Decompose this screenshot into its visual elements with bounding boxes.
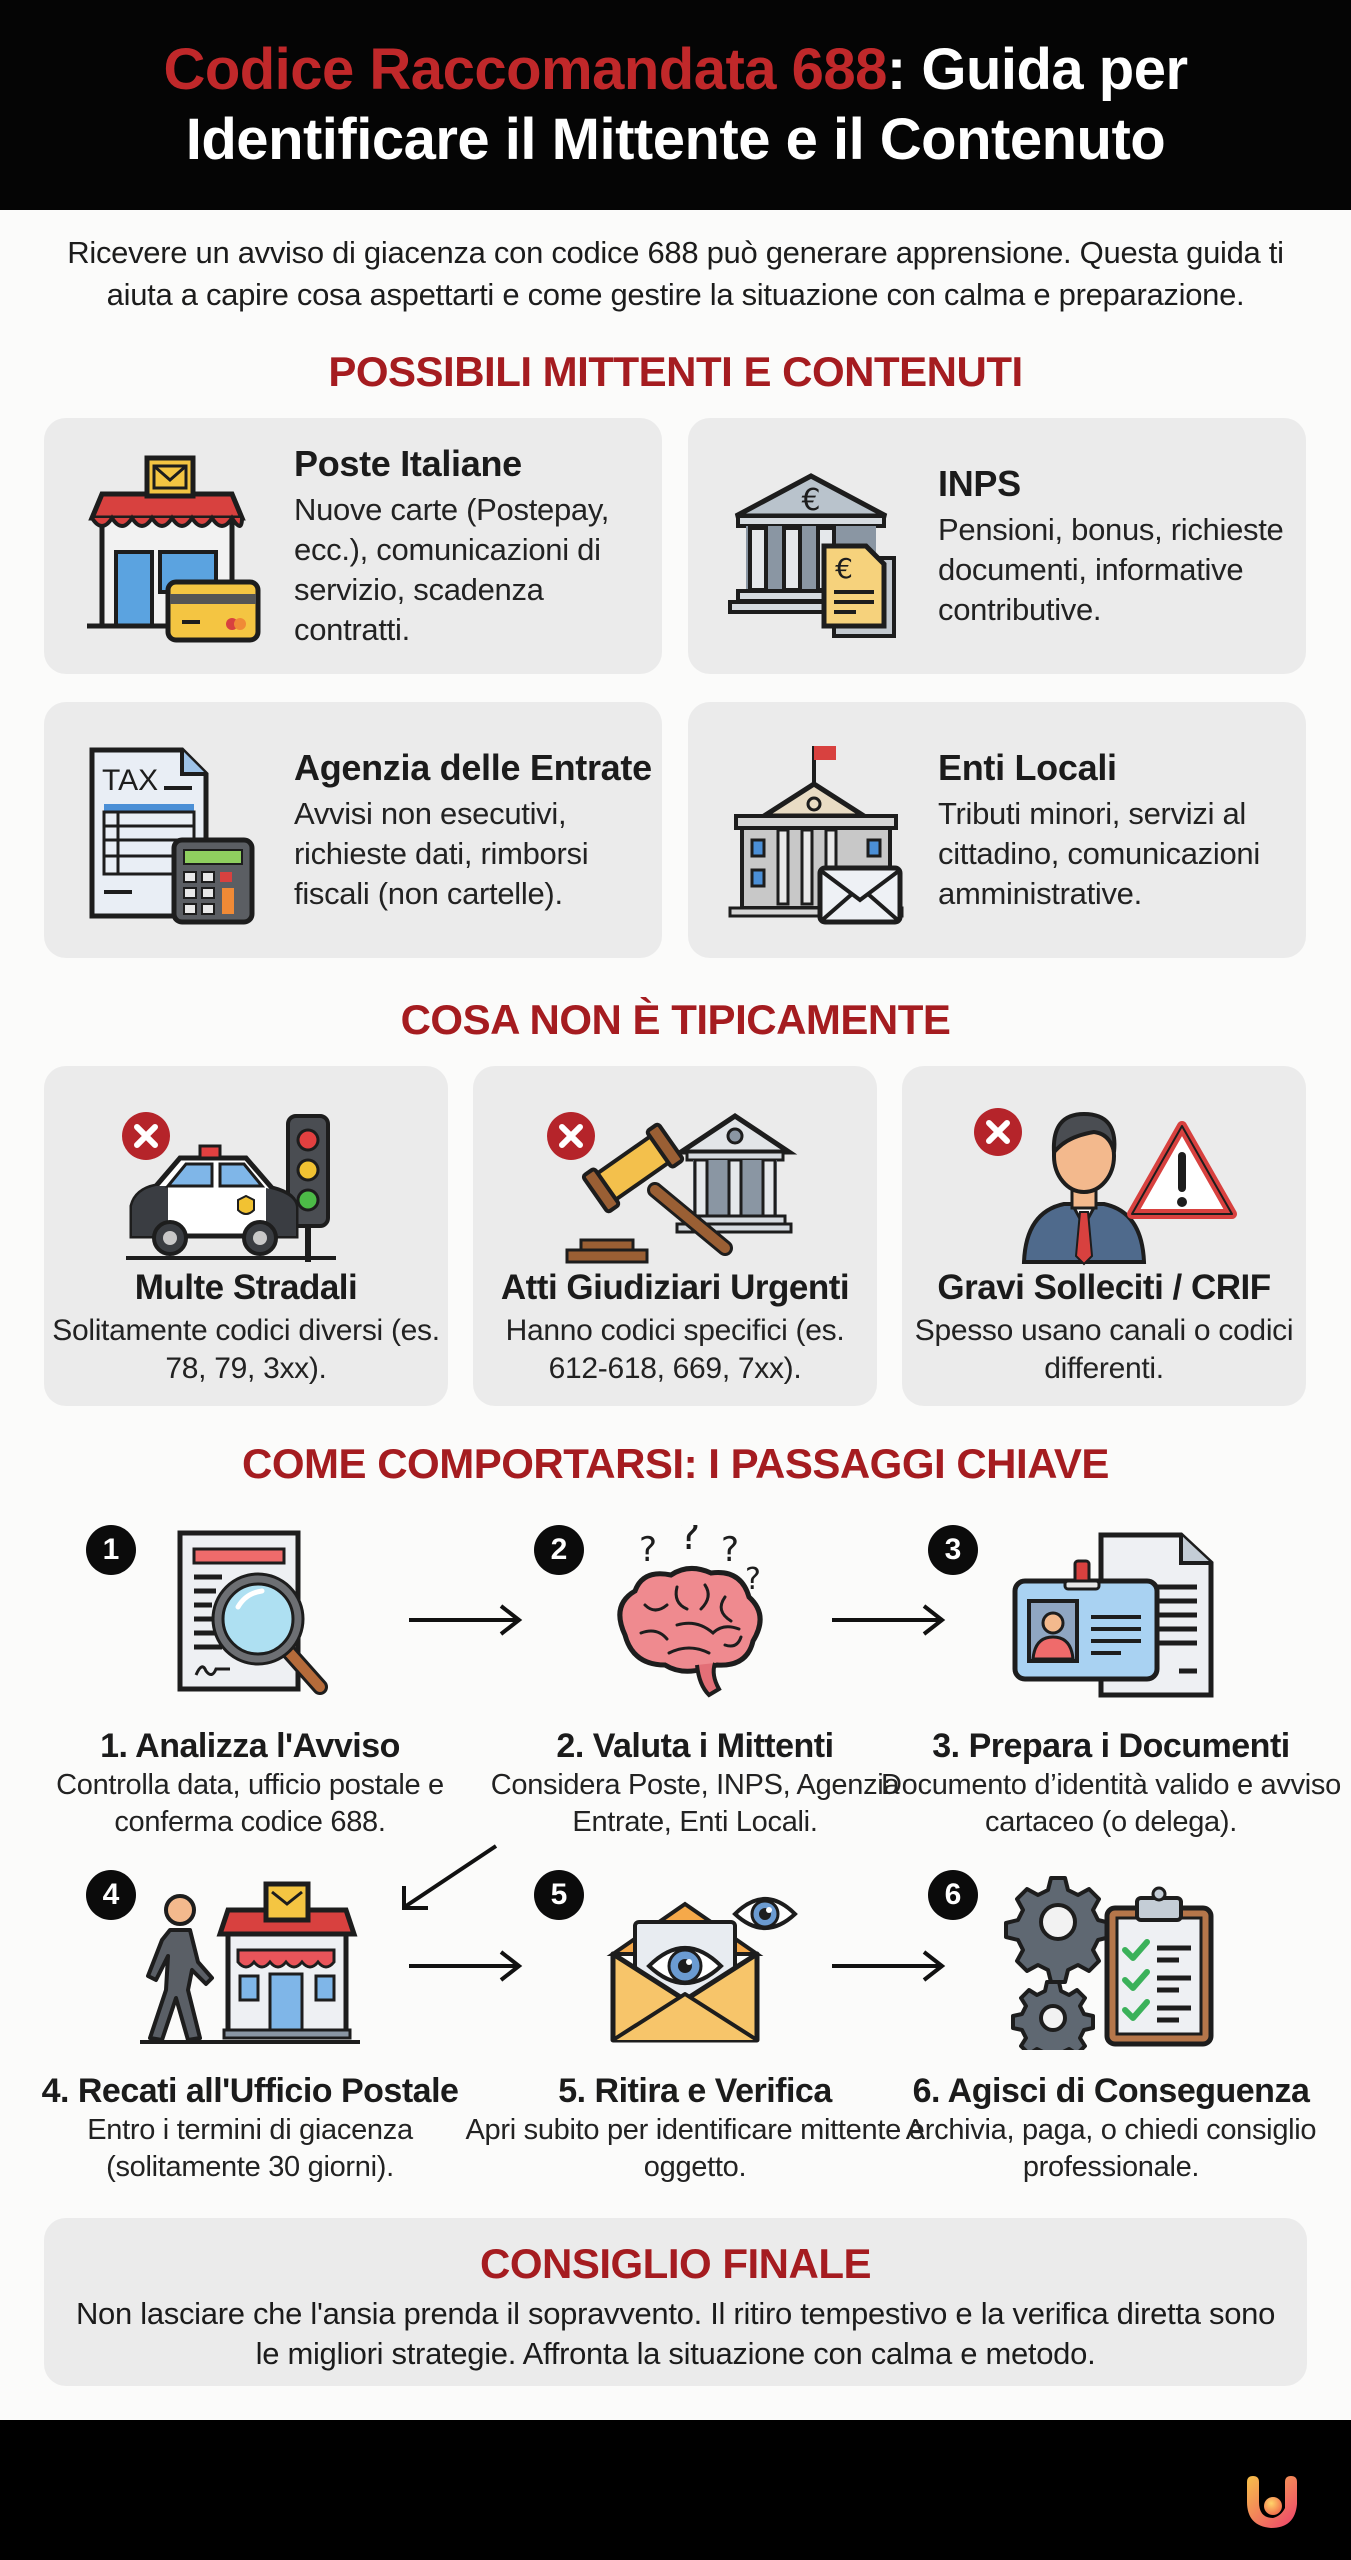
not-typical-title: Multe Stradali [134, 1268, 358, 1307]
step-number-badge: 3 [928, 1525, 978, 1575]
step-title: 4. Recati all'Ufficio Postale [41, 2072, 459, 2110]
sender-description: Pensioni, bonus, richieste documenti, in… [938, 512, 1284, 627]
intro-text: Ricevere un avviso di giacenza con codic… [67, 235, 1284, 312]
sender-card-enti-locali: Enti Locali Tributi minori, servizi al c… [688, 702, 1306, 958]
step-description: Documento d’identità valido e avviso car… [881, 1769, 1341, 1838]
not-typical-description: Hanno codici specifici (es. 612-618, 669… [505, 1314, 845, 1385]
sender-title: Agenzia delle Entrate [294, 747, 652, 788]
step-number-badge: 6 [928, 1870, 978, 1920]
step-description: Apri subito per identificare mittente e … [465, 2114, 925, 2183]
not-typical-section-title: COSA NON È TIPICAMENTE [400, 996, 951, 1043]
step-description: Considera Poste, INPS, Agenzia Entrate, … [490, 1769, 900, 1838]
header-banner: Codice Raccomandata 688: Guida per Ident… [0, 0, 1351, 210]
step-title: 2. Valuta i Mittenti [556, 1727, 834, 1765]
step-description: Entro i termini di giacenza (solitamente… [87, 2114, 413, 2183]
step-number-badge: 4 [86, 1870, 136, 1920]
step-title: 6. Agisci di Conseguenza [912, 2072, 1310, 2110]
senders-section-title: POSSIBILI MITTENTI E CONTENUTI [328, 348, 1023, 395]
sender-card-poste: Poste Italiane Nuove carte (Postepay, ec… [44, 418, 662, 674]
town-hall-envelope-icon [716, 730, 916, 930]
gears-checklist-icon [1001, 1870, 1221, 2064]
walking-to-post-office-icon [140, 1870, 360, 2050]
brain-question-icon: ???? [585, 1513, 805, 1705]
not-typical-title: Atti Giudiziari Urgenti [500, 1268, 850, 1307]
step-title: 3. Prepara i Documenti [932, 1727, 1290, 1765]
step-number-badge: 1 [86, 1525, 136, 1575]
arrow-right-icon [832, 1950, 946, 1982]
not-typical-description: Solitamente codici diversi (es. 78, 79, … [52, 1314, 440, 1385]
footer-bar [0, 2420, 1351, 2560]
bank-euro-document-icon: € € [716, 446, 916, 646]
not-typical-card-solleciti: Gravi Solleciti / CRIF Spesso usano cana… [902, 1066, 1306, 1406]
tax-calculator-icon: TAX [72, 730, 272, 930]
businessman-warning-icon [954, 1086, 1254, 1266]
id-card-document-icon [1001, 1525, 1221, 1705]
svg-text:TAX: TAX [102, 764, 158, 797]
gavel-courthouse-icon [525, 1086, 825, 1266]
final-tip-box: CONSIGLIO FINALE Non lasciare che l'ansi… [44, 2218, 1307, 2386]
arrow-right-icon [409, 1950, 523, 1982]
not-typical-title: Gravi Solleciti / CRIF [937, 1268, 1271, 1307]
sender-description: Nuove carte (Postepay, ecc.), comunicazi… [294, 492, 610, 647]
svg-text:€: € [835, 552, 853, 585]
step-description: Controlla data, ufficio postale e confer… [56, 1769, 444, 1838]
svg-text:?: ? [639, 1530, 657, 1570]
page-title-line-2: Identificare il Mittente e il Contenuto [185, 107, 1166, 172]
title-accent: Codice Raccomandata 688 [163, 37, 887, 102]
svg-text:?: ? [679, 1525, 700, 1559]
brand-logo-icon [1247, 2476, 1297, 2528]
title-rest: : Guida per [886, 37, 1188, 102]
svg-text:?: ? [721, 1530, 739, 1570]
svg-text:€: € [801, 483, 820, 518]
final-tip-title: CONSIGLIO FINALE [480, 2240, 872, 2287]
step-description: Archivia, paga, o chiedi consiglio profe… [905, 2114, 1317, 2183]
step-title: 1. Analizza l'Avviso [100, 1727, 400, 1765]
police-car-traffic-light-icon [96, 1086, 396, 1266]
envelope-eye-icon [585, 1870, 805, 2050]
page-title-line-1: Codice Raccomandata 688: Guida per [163, 35, 1188, 105]
arrow-right-icon [409, 1604, 523, 1636]
sender-title: INPS [938, 463, 1021, 504]
arrow-down-left-icon [402, 1844, 498, 1910]
sender-description: Tributi minori, servizi al cittadino, co… [938, 796, 1260, 911]
svg-text:?: ? [745, 1562, 761, 1597]
post-office-card-icon [72, 446, 272, 646]
sender-card-inps: € € INPS Pensioni, bonus, richieste docu… [688, 418, 1306, 674]
arrow-right-icon [832, 1604, 946, 1636]
final-tip-text: Non lasciare che l'ansia prenda il sopra… [75, 2296, 1276, 2371]
sender-description: Avvisi non esecutivi, richieste dati, ri… [294, 796, 589, 911]
not-typical-card-atti-giudiziari: Atti Giudiziari Urgenti Hanno codici spe… [473, 1066, 877, 1406]
step-number-badge: 5 [534, 1870, 584, 1920]
steps-section-title: COME COMPORTARSI: I PASSAGGI CHIAVE [242, 1440, 1109, 1487]
sender-title: Poste Italiane [294, 443, 522, 484]
sender-title: Enti Locali [938, 747, 1117, 788]
document-magnifier-icon [140, 1525, 360, 1705]
step-title: 5. Ritira e Verifica [558, 2072, 832, 2110]
step-number-badge: 2 [534, 1525, 584, 1575]
sender-card-agenzia-entrate: TAX Agenzia delle [44, 702, 662, 958]
not-typical-description: Spesso usano canali o codici differenti. [914, 1314, 1294, 1385]
not-typical-card-multe: Multe Stradali Solitamente codici divers… [44, 1066, 448, 1406]
